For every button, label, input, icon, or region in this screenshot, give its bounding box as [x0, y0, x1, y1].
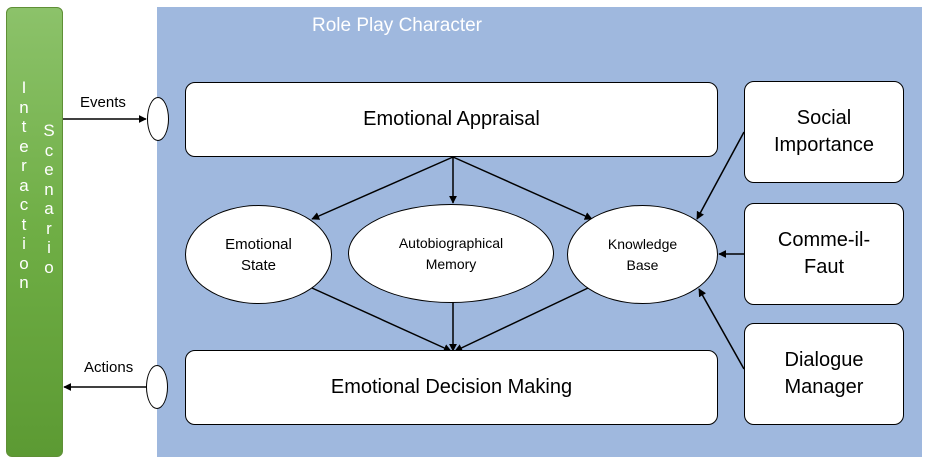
vertical-letter: o — [19, 253, 29, 273]
arrow-dialogue-to-knowledge — [698, 288, 745, 370]
vertical-letter: e — [44, 160, 54, 179]
emotional-appraisal-box: Emotional Appraisal — [185, 82, 718, 157]
interaction-scenario-bar — [6, 7, 63, 457]
vertical-letter: c — [19, 195, 29, 214]
vertical-letter: n — [19, 273, 29, 292]
vertical-letter: t — [21, 214, 27, 234]
comme-il-faut-box: Comme-il-Faut — [744, 203, 904, 305]
vertical-letter: e — [19, 136, 29, 156]
vertical-letter: I — [21, 78, 27, 97]
arrow-state-to-decision — [311, 287, 452, 352]
vertical-letter: c — [44, 140, 54, 160]
events-label: Events — [80, 94, 126, 111]
arrow-appraisal-to-state — [311, 156, 454, 220]
vertical-letter: r — [46, 218, 52, 238]
vertical-letter: r — [21, 156, 27, 175]
panel-title: Role Play Character — [311, 15, 483, 36]
vertical-letter: a — [44, 199, 54, 218]
actions-label: Actions — [84, 359, 134, 376]
vertical-letter: n — [44, 179, 54, 199]
arrow-social-to-knowledge — [696, 131, 745, 220]
actions-port — [146, 365, 168, 409]
vertical-letter: i — [22, 234, 26, 253]
events-port — [147, 97, 169, 141]
vertical-letter: i — [47, 238, 51, 257]
vertical-letter: n — [19, 97, 29, 117]
arrow-knowledge-to-decision — [454, 287, 589, 352]
vertical-letter: S — [43, 121, 55, 140]
vertical-letter: o — [44, 257, 54, 277]
emotional-decision-making-box: Emotional Decision Making — [185, 350, 718, 425]
vertical-letter: t — [21, 117, 27, 136]
arrow-appraisal-to-knowledge — [452, 156, 593, 220]
vertical-letter: a — [19, 175, 29, 195]
